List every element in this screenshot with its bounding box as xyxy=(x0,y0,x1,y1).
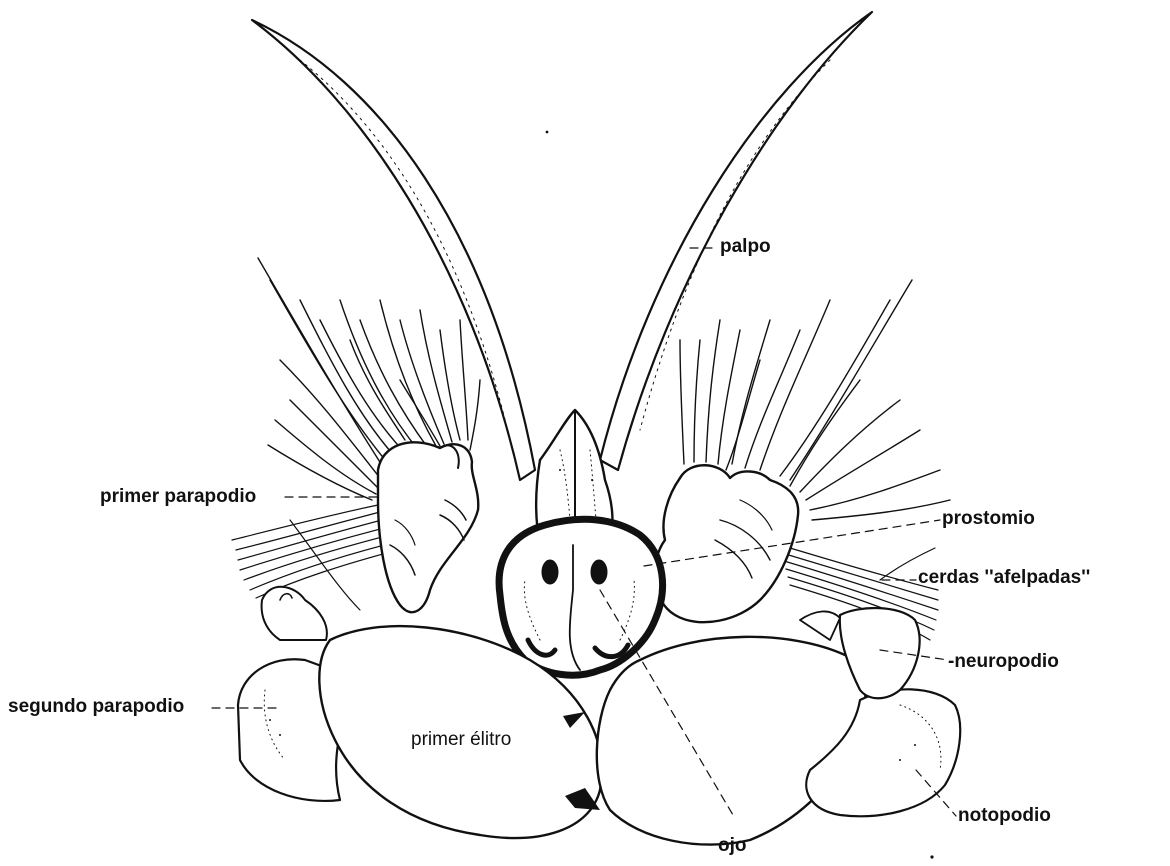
label-neuropodio: -neuropodio xyxy=(948,651,1059,673)
right-eye xyxy=(591,560,607,584)
right-elytron xyxy=(597,637,866,845)
label-ojo: ojo xyxy=(718,835,747,857)
head xyxy=(499,519,662,675)
label-prostomio: prostomio xyxy=(942,508,1035,530)
label-primer-elitro: primer élitro xyxy=(411,729,511,751)
left-first-parapodium xyxy=(378,442,478,612)
left-lower-chaetae xyxy=(232,505,390,610)
label-cerdas-afelpadas: cerdas ''afelpadas'' xyxy=(918,567,1090,589)
label-segundo-parapodio: segundo parapodio xyxy=(8,696,184,718)
label-notopodio: notopodio xyxy=(958,805,1051,827)
left-eye xyxy=(542,560,558,584)
right-first-parapodium xyxy=(655,465,798,622)
left-palp xyxy=(252,20,535,480)
label-primer-parapodio: primer parapodio xyxy=(100,486,256,508)
label-palpo: palpo xyxy=(720,236,771,258)
left-small-lobe xyxy=(262,587,327,640)
